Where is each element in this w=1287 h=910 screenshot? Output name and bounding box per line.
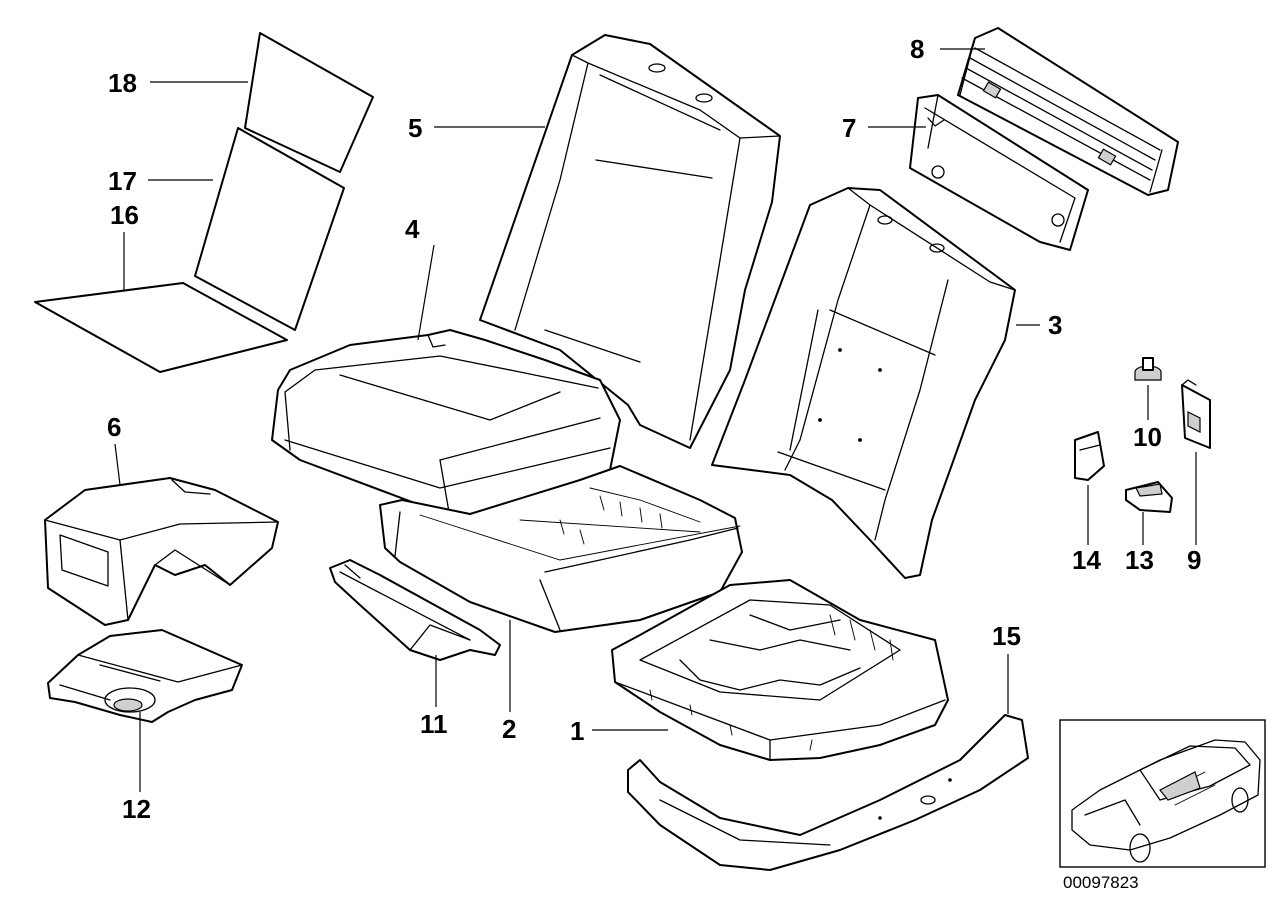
callout-13[interactable]: 13 <box>1125 545 1154 575</box>
part-3-backrest-foam[interactable] <box>711 187 1016 579</box>
part-8-cover-strip[interactable] <box>957 27 1179 196</box>
part-4-seat-cushion-cover[interactable] <box>271 329 621 521</box>
callout-16[interactable]: 16 <box>110 200 139 230</box>
part-15-side-trim[interactable] <box>627 714 1029 871</box>
part-17-backrest-pad[interactable] <box>194 127 345 331</box>
part-12-cup-holder[interactable] <box>47 629 243 723</box>
callout-5[interactable]: 5 <box>408 113 422 143</box>
callout-17[interactable]: 17 <box>108 166 137 196</box>
callout-9[interactable]: 9 <box>1187 545 1201 575</box>
callout-6[interactable]: 6 <box>107 412 121 442</box>
part-5-backrest-cover[interactable] <box>479 34 781 449</box>
diagram-reference-number: 00097823 <box>1063 873 1139 892</box>
callout-4[interactable]: 4 <box>405 214 420 244</box>
leader-lines <box>114 48 1197 792</box>
part-11-bracket[interactable] <box>329 559 501 661</box>
part-7-rear-panel[interactable] <box>909 94 1089 251</box>
part-18-pad-sheet[interactable] <box>244 32 374 173</box>
vehicle-thumbnail <box>1059 719 1266 868</box>
callout-12[interactable]: 12 <box>122 794 151 824</box>
callout-14[interactable]: 14 <box>1072 545 1101 575</box>
callout-1[interactable]: 1 <box>570 716 584 746</box>
part-6-armrest-housing[interactable] <box>44 477 279 626</box>
callout-15[interactable]: 15 <box>992 621 1021 651</box>
callout-18[interactable]: 18 <box>108 68 137 98</box>
callout-8[interactable]: 8 <box>910 34 924 64</box>
part-13-holder-clip[interactable] <box>1125 481 1173 513</box>
callout-numbers: 18 17 16 5 4 8 7 3 6 10 14 13 9 15 11 2 … <box>107 34 1201 824</box>
part-16-seat-pad[interactable] <box>34 282 288 373</box>
part-2-seat-foam[interactable] <box>379 465 743 633</box>
callout-10[interactable]: 10 <box>1133 422 1162 452</box>
part-9-clip-plate[interactable] <box>1181 379 1211 449</box>
callout-11[interactable]: 11 <box>420 709 448 739</box>
callout-3[interactable]: 3 <box>1048 310 1062 340</box>
part-10-push-pin[interactable] <box>1134 357 1162 381</box>
callout-7[interactable]: 7 <box>842 113 856 143</box>
part-14-small-clip[interactable] <box>1074 431 1105 481</box>
callout-2[interactable]: 2 <box>502 714 516 744</box>
part-1-seat-frame[interactable] <box>611 579 949 761</box>
